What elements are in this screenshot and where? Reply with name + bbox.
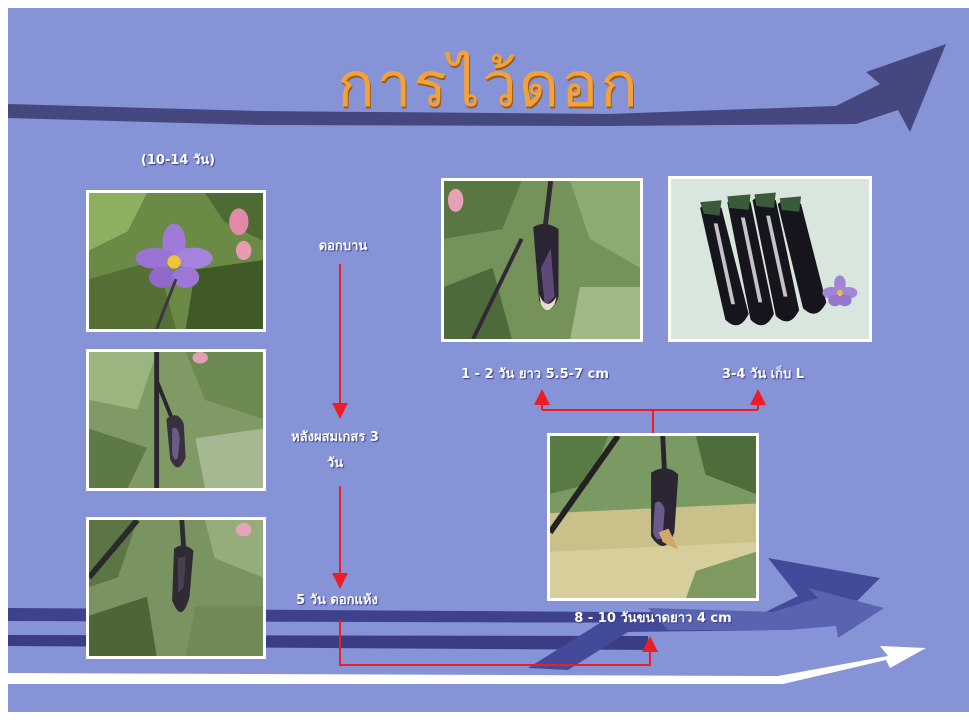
eggplant-flower-photo	[86, 190, 266, 332]
young-eggplant-photo	[441, 178, 643, 342]
arrow-dry-to-4cm	[340, 620, 650, 665]
harvested-eggplants-photo	[668, 176, 872, 342]
slide: การไว้ดอก (10-14 วัน) ดอกบาน หลังผสมเกสร…	[8, 8, 969, 712]
arrow-4cm-to-size-stages	[542, 400, 758, 433]
dried-flower-photo	[86, 517, 266, 659]
pollinated-flower-photo	[86, 349, 266, 491]
small-eggplant-photo	[547, 433, 759, 601]
